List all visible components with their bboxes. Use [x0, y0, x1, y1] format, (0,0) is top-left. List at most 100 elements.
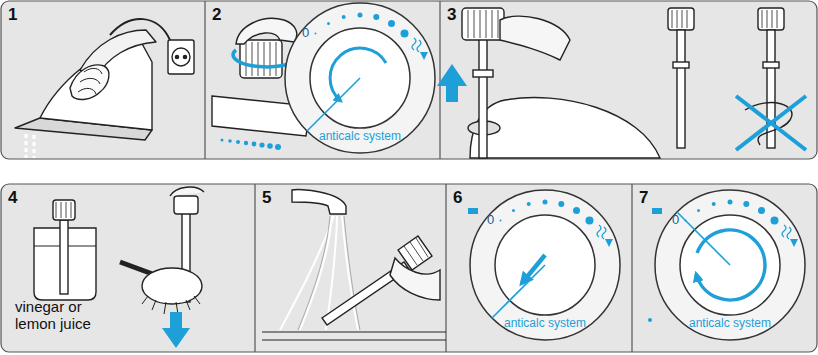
rod-correct	[668, 8, 694, 30]
panel-band	[631, 184, 632, 352]
water-stream-edge	[298, 216, 330, 330]
tap-drawing	[262, 340, 446, 341]
step-panel: 60 anticalc system	[446, 184, 632, 352]
jar-drawing	[53, 200, 75, 220]
dial-mark: 0	[302, 26, 316, 41]
brush-drawing	[170, 187, 204, 196]
rod-in-hand	[390, 258, 440, 300]
rod-correct	[668, 8, 694, 148]
water-window	[267, 143, 273, 149]
rod-wrong	[758, 8, 784, 30]
panel-band	[254, 184, 255, 352]
rod-correct	[673, 62, 689, 68]
temperature-dial	[648, 190, 805, 340]
rod-wrong	[762, 10, 777, 28]
socket-symbol	[183, 55, 186, 58]
knob-drawing	[246, 42, 276, 76]
water-drips	[25, 134, 28, 158]
step-panel: 20anticalc system	[205, 1, 440, 159]
rod-in-hand	[322, 236, 440, 325]
step-number: 5	[262, 188, 292, 208]
temperature-dial	[330, 48, 386, 101]
rod-drawing	[500, 16, 570, 60]
step-panel: 3	[440, 1, 817, 159]
step-number: 6	[453, 188, 483, 208]
iron-drawing	[78, 68, 102, 94]
jar-drawing	[34, 200, 96, 300]
water-stream	[280, 216, 334, 330]
temperature-dial	[655, 190, 805, 340]
water-stream	[280, 216, 358, 330]
water-window	[259, 142, 264, 147]
step-number: 3	[447, 5, 477, 25]
step-panel: 70 anticalc system	[632, 184, 817, 352]
socket-symbol	[168, 40, 194, 74]
dial-label: anticalc system	[675, 317, 785, 331]
rod-drawing	[468, 10, 498, 38]
step-number: 2	[212, 5, 242, 25]
brush-drawing	[162, 312, 190, 348]
water-window	[275, 144, 281, 150]
jar-drawing	[56, 202, 71, 218]
water-stream-edge	[344, 216, 360, 330]
temperature-dial	[468, 208, 478, 214]
brush-drawing	[120, 187, 204, 348]
iron-drawing	[15, 19, 170, 140]
water-window	[236, 140, 240, 144]
temperature-dial	[648, 318, 652, 322]
step-number: 7	[639, 188, 669, 208]
dial-label: anticalc system	[490, 317, 600, 331]
socket-symbol	[172, 48, 190, 66]
temperature-dial	[285, 3, 435, 153]
panel-band	[204, 1, 205, 159]
water-window	[244, 141, 248, 145]
step-panel: 1	[1, 1, 205, 159]
water-window	[252, 142, 257, 147]
water-window	[221, 139, 224, 142]
temperature-dial	[652, 208, 662, 214]
water-drips	[26, 134, 34, 158]
tap-drawing	[262, 331, 446, 332]
temperature-dial	[307, 78, 360, 131]
panel-band	[1, 184, 817, 352]
step-panel: 4 vinegar or lemon juice	[1, 184, 255, 352]
step-panel: 5	[255, 184, 446, 352]
liquid-label: vinegar or lemon juice	[15, 298, 105, 333]
rod-drawing	[473, 70, 493, 77]
rod-drawing	[462, 8, 504, 40]
step-number: 1	[8, 5, 38, 25]
temperature-dial	[468, 190, 620, 340]
rod-correct	[677, 30, 685, 148]
socket-symbol	[175, 55, 178, 58]
water-window	[228, 139, 232, 143]
tap-drawing	[262, 190, 446, 340]
rod-drawing	[437, 64, 467, 102]
rod-correct	[672, 10, 687, 28]
rod-wrong	[736, 96, 806, 150]
temperature-dial	[470, 190, 620, 340]
brush-drawing	[174, 196, 198, 214]
rod-in-hand	[404, 238, 428, 265]
dial-mark: 0	[672, 213, 686, 228]
temperature-dial	[522, 255, 545, 283]
tap-drawing	[292, 190, 346, 214]
knob-drawing	[236, 18, 297, 44]
rod-drawing	[479, 38, 487, 158]
water-drips	[33, 135, 36, 158]
panel-band	[439, 1, 440, 159]
step-number: 4	[8, 188, 38, 208]
water-window	[221, 139, 282, 151]
dial-mark: 0	[487, 213, 501, 228]
brush-drawing	[142, 268, 202, 304]
temperature-dial	[677, 212, 730, 265]
panel-band	[445, 184, 446, 352]
panel-band	[1, 1, 817, 159]
brush-drawing	[142, 296, 200, 314]
knob-drawing	[240, 40, 282, 78]
iron-drawing	[70, 65, 109, 99]
jar-drawing	[60, 220, 68, 294]
temperature-dial	[696, 230, 765, 300]
